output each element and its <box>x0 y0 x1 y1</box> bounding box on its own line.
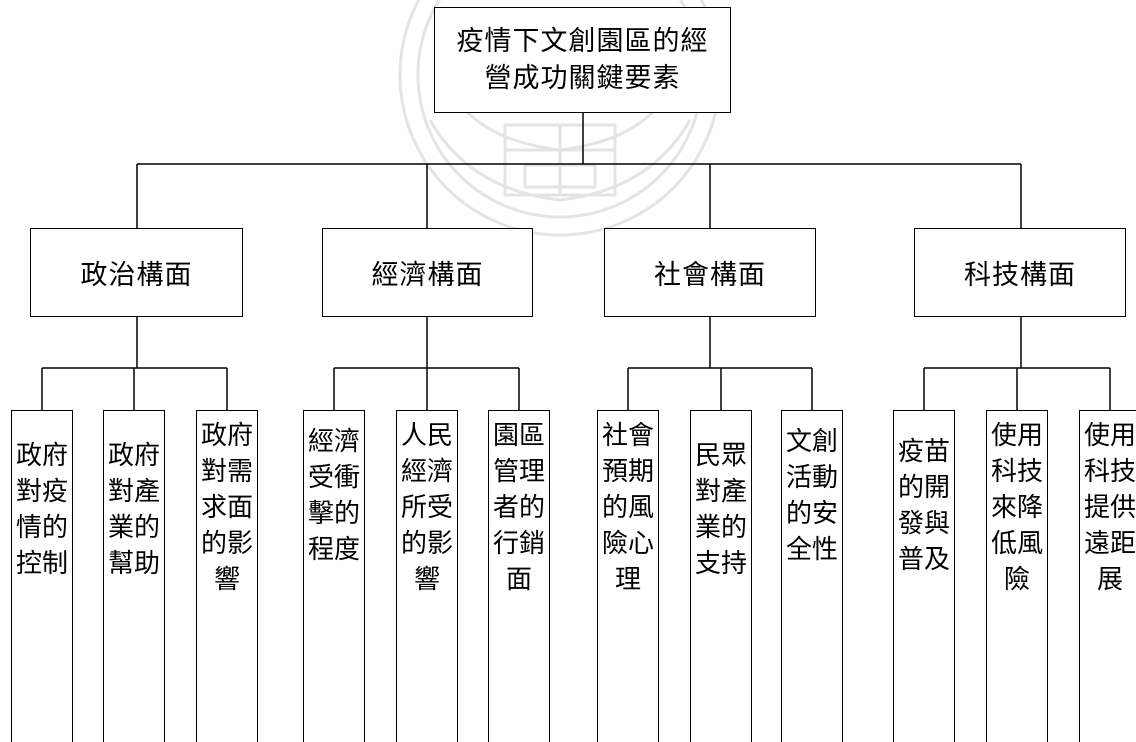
category-label: 科技構面 <box>964 260 1076 291</box>
leaf-label: 人民經濟所受的影響 <box>400 421 453 595</box>
leaf-node: 使用科技來降低風險 <box>986 410 1048 742</box>
leaf-node: 園區管理者的行銷面 <box>488 410 550 742</box>
root-node: 疫情下文創園區的經營成功關鍵要素 <box>434 7 731 113</box>
leaf-label: 政府對產業的幫助 <box>107 441 160 579</box>
leaf-node: 社會預期的風險心理 <box>597 410 659 742</box>
root-title: 疫情下文創園區的經營成功關鍵要素 <box>456 26 709 94</box>
leaf-label: 疫苗的開發與普及 <box>897 437 950 575</box>
category-label: 政治構面 <box>80 260 193 291</box>
leaf-label: 文創活動的安全性 <box>785 427 838 565</box>
leaf-label: 園區管理者的行銷面 <box>492 421 545 595</box>
leaf-node: 民眾對產業的支持 <box>690 410 752 742</box>
leaf-node: 人民經濟所受的影響 <box>396 410 458 742</box>
leaf-label: 經濟受衝擊的程度 <box>307 427 360 565</box>
leaf-node: 政府對需求面的影響 <box>196 410 258 742</box>
category-label: 社會構面 <box>654 260 766 291</box>
leaf-label: 政府對需求面的影響 <box>200 421 253 595</box>
category-society: 社會構面 <box>604 228 816 317</box>
leaf-label: 民眾對產業的支持 <box>694 441 747 579</box>
leaf-label: 使用科技來降低風險 <box>990 421 1043 595</box>
leaf-node: 政府對疫情的控制 <box>11 410 73 742</box>
leaf-node: 文創活動的安全性 <box>781 410 843 742</box>
category-politics: 政治構面 <box>30 228 243 317</box>
leaf-label: 使用科技提供遠距展 <box>1083 421 1136 595</box>
leaf-node: 疫苗的開發與普及 <box>893 410 955 742</box>
category-technology: 科技構面 <box>914 228 1126 317</box>
leaf-node: 使用科技提供遠距展 <box>1079 410 1136 742</box>
category-label: 經濟構面 <box>371 260 484 291</box>
leaf-node: 政府對產業的幫助 <box>103 410 165 742</box>
category-economy: 經濟構面 <box>322 228 533 317</box>
leaf-label: 政府對疫情的控制 <box>15 441 68 579</box>
leaf-node: 經濟受衝擊的程度 <box>303 410 365 742</box>
leaf-label: 社會預期的風險心理 <box>601 421 654 595</box>
